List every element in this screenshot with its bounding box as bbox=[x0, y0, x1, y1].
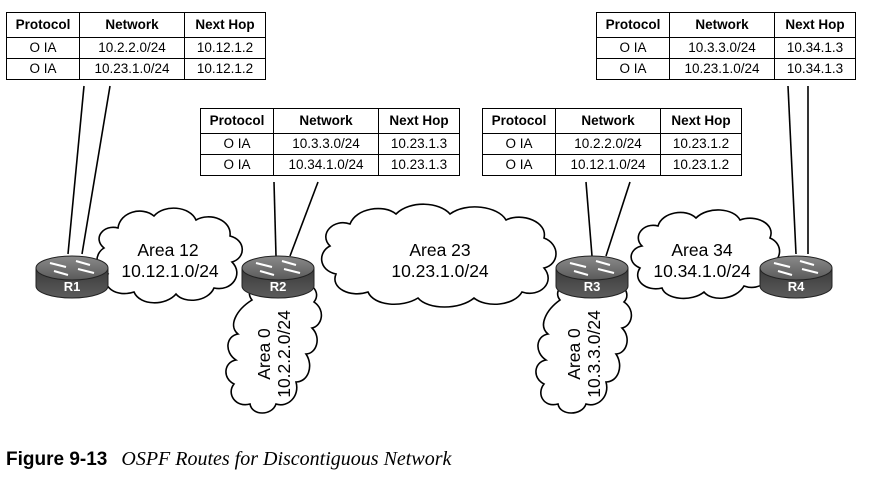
router-r1: R1 bbox=[35, 255, 109, 299]
table-row: O IA 10.34.1.0/24 10.23.1.3 bbox=[200, 154, 460, 176]
table-row: O IA 10.2.2.0/24 10.12.1.2 bbox=[6, 37, 266, 59]
cell-network: 10.12.1.0/24 bbox=[555, 154, 661, 176]
route-table-r3: Protocol Network Next Hop O IA 10.2.2.0/… bbox=[482, 108, 742, 176]
table-row: O IA 10.12.1.0/24 10.23.1.2 bbox=[482, 154, 742, 176]
cell-network: 10.2.2.0/24 bbox=[79, 37, 185, 59]
cell-protocol: O IA bbox=[482, 133, 556, 155]
cell-protocol: O IA bbox=[200, 133, 274, 155]
router-r3: R3 bbox=[555, 255, 629, 299]
cell-next-hop: 10.12.1.2 bbox=[184, 58, 266, 80]
figure-number: Figure 9-13 bbox=[6, 449, 108, 470]
area0-left-network: 10.2.2.0/24 bbox=[274, 310, 294, 398]
area0-left-name: Area 0 bbox=[254, 328, 274, 380]
router-label: R3 bbox=[584, 279, 601, 294]
header-next-hop: Next Hop bbox=[378, 108, 460, 134]
cloud-area12 bbox=[96, 207, 244, 304]
area12-network: 10.12.1.0/24 bbox=[121, 261, 219, 281]
area23-network: 10.23.1.0/24 bbox=[391, 261, 489, 281]
router-arrows-icon bbox=[773, 260, 819, 276]
table-row: O IA 10.3.3.0/24 10.34.1.3 bbox=[596, 37, 856, 59]
cell-protocol: O IA bbox=[596, 58, 670, 80]
header-network: Network bbox=[555, 108, 661, 134]
cell-next-hop: 10.12.1.2 bbox=[184, 37, 266, 59]
cell-network: 10.3.3.0/24 bbox=[273, 133, 379, 155]
router-arrows-icon bbox=[255, 260, 301, 276]
cell-protocol: O IA bbox=[596, 37, 670, 59]
table-row: O IA 10.23.1.0/24 10.12.1.2 bbox=[6, 58, 266, 80]
figure-title: OSPF Routes for Discontiguous Network bbox=[121, 448, 452, 470]
table-row: O IA 10.2.2.0/24 10.23.1.2 bbox=[482, 133, 742, 155]
router-arrows-icon bbox=[49, 260, 95, 276]
header-network: Network bbox=[273, 108, 379, 134]
cell-next-hop: 10.23.1.3 bbox=[378, 154, 460, 176]
cell-protocol: O IA bbox=[6, 37, 80, 59]
cell-network: 10.3.3.0/24 bbox=[669, 37, 775, 59]
cell-network: 10.23.1.0/24 bbox=[669, 58, 775, 80]
cell-network: 10.2.2.0/24 bbox=[555, 133, 661, 155]
area0-right-name: Area 0 bbox=[564, 328, 584, 380]
area34-name: Area 34 bbox=[671, 240, 733, 260]
router-arrows-icon bbox=[569, 260, 615, 276]
network-diagram: Area 12 10.12.1.0/24 Area 23 10.23.1.0/2… bbox=[35, 85, 833, 414]
table-row: O IA 10.3.3.0/24 10.23.1.3 bbox=[200, 133, 460, 155]
cell-protocol: O IA bbox=[482, 154, 556, 176]
header-protocol: Protocol bbox=[596, 12, 670, 38]
header-network: Network bbox=[79, 12, 185, 38]
header-next-hop: Next Hop bbox=[660, 108, 742, 134]
cell-protocol: O IA bbox=[200, 154, 274, 176]
route-table-r1: Protocol Network Next Hop O IA 10.2.2.0/… bbox=[6, 12, 266, 80]
area34-network: 10.34.1.0/24 bbox=[653, 261, 751, 281]
router-label: R4 bbox=[788, 279, 805, 294]
header-network: Network bbox=[669, 12, 775, 38]
cloud-area23 bbox=[320, 203, 557, 308]
table-row: O IA 10.23.1.0/24 10.34.1.3 bbox=[596, 58, 856, 80]
cell-next-hop: 10.34.1.3 bbox=[774, 37, 856, 59]
routers: R1 R2 R3 R4 bbox=[35, 255, 833, 299]
router-label: R2 bbox=[270, 279, 287, 294]
area23-name: Area 23 bbox=[409, 240, 470, 260]
area12-name: Area 12 bbox=[137, 240, 198, 260]
cell-next-hop: 10.34.1.3 bbox=[774, 58, 856, 80]
area0-right-network: 10.3.3.0/24 bbox=[584, 310, 604, 398]
header-protocol: Protocol bbox=[6, 12, 80, 38]
route-table-r4: Protocol Network Next Hop O IA 10.3.3.0/… bbox=[596, 12, 856, 80]
cell-next-hop: 10.23.1.2 bbox=[660, 133, 742, 155]
table-leader-lines bbox=[67, 85, 809, 257]
router-r2: R2 bbox=[241, 255, 315, 299]
header-next-hop: Next Hop bbox=[774, 12, 856, 38]
cell-next-hop: 10.23.1.3 bbox=[378, 133, 460, 155]
cell-next-hop: 10.23.1.2 bbox=[660, 154, 742, 176]
figure-caption: Figure 9-13 OSPF Routes for Discontiguous… bbox=[6, 448, 451, 471]
header-next-hop: Next Hop bbox=[184, 12, 266, 38]
router-label: R1 bbox=[64, 279, 81, 294]
router-r4: R4 bbox=[759, 255, 833, 299]
route-table-r2: Protocol Network Next Hop O IA 10.3.3.0/… bbox=[200, 108, 460, 176]
cell-network: 10.34.1.0/24 bbox=[273, 154, 379, 176]
header-protocol: Protocol bbox=[200, 108, 274, 134]
header-protocol: Protocol bbox=[482, 108, 556, 134]
cell-protocol: O IA bbox=[6, 58, 80, 80]
cell-network: 10.23.1.0/24 bbox=[79, 58, 185, 80]
